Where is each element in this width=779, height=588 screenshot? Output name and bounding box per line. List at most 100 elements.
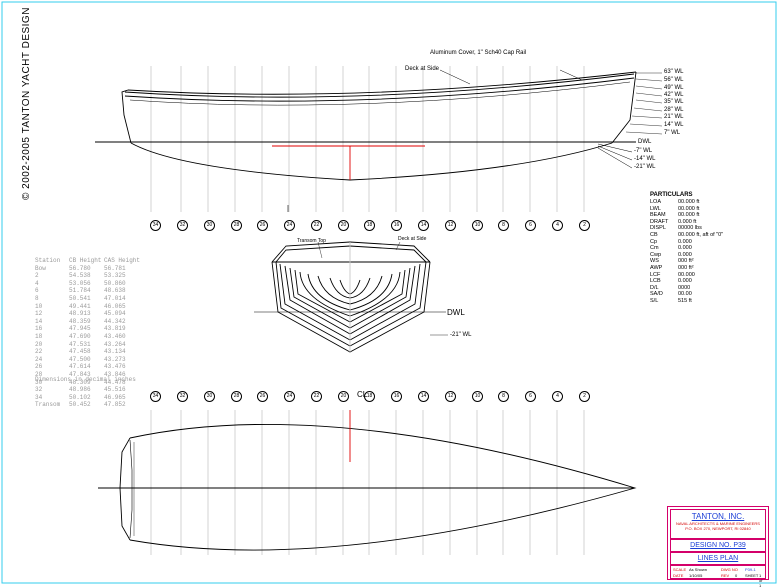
heights-table-cell: 51.784 (69, 287, 91, 295)
particulars-value: 0.000 (678, 251, 692, 258)
body-waterline-label: -21" WL (450, 332, 472, 338)
heights-table-cell: 6 (35, 287, 39, 295)
station-marker: 2 (579, 220, 590, 231)
deck-side-annotation: Deck at Side (398, 236, 427, 242)
particulars-value: 0.000 (678, 278, 692, 285)
particulars-value: 0.000 ft (678, 218, 697, 225)
station-marker: 12 (445, 391, 456, 402)
firm-name: TANTON, INC. (691, 512, 745, 521)
station-marker: 14 (418, 220, 429, 231)
heights-table-cell: 45.094 (104, 310, 126, 318)
particulars-label: DRAFT (650, 218, 669, 225)
heights-table-cell: 4 (35, 279, 39, 287)
bulwark-annotation: Aluminum Cover, 1" Sch40 Cap Rail (430, 50, 527, 56)
rev-value: 0 (735, 573, 738, 578)
particulars-label: LCB (650, 278, 661, 285)
station-marker: 30 (204, 220, 215, 231)
station-marker: 32 (177, 220, 188, 231)
station-marker: 30 (204, 391, 215, 402)
heights-table-row: 4 53.056 50.860 (35, 280, 144, 288)
heights-table-cell: 53.325 (104, 272, 126, 280)
particulars-value: 00.000 ft, aft of "0" (678, 231, 724, 238)
heights-table-cell: 10 (35, 302, 43, 310)
station-marker: 14 (418, 391, 429, 402)
heights-table-cell: 47.500 (69, 355, 91, 363)
sheet-value: 1 of 1 (759, 573, 763, 588)
heights-table-cell: 47.945 (69, 325, 91, 333)
scale-label: SCALE (673, 567, 687, 572)
heights-table-cell: 26 (35, 363, 43, 371)
deck-annotation: Deck at Side (405, 66, 440, 72)
particulars-label: S/L (650, 297, 659, 304)
particulars-label: D/L (650, 284, 659, 291)
heights-table-cell: 50.102 (69, 393, 91, 401)
particulars-label: SA/D (650, 291, 663, 298)
particulars-label: CB (650, 231, 658, 238)
particulars-label: LCF (650, 271, 661, 278)
station-marker: 26 (257, 391, 268, 402)
copyright-text: © 2002-2005 TANTON YACHT DESIGN (21, 7, 32, 200)
waterline-label: -7" WL (634, 148, 653, 154)
particulars-value: 000 ft² (678, 264, 694, 271)
heights-table-cell: 44.342 (104, 317, 126, 325)
heights-table-cell: 43.476 (104, 363, 126, 371)
heights-table-cell: 20 (35, 340, 43, 348)
station-marker: 18 (364, 220, 375, 231)
particulars-heading: PARTICULARS (650, 192, 693, 198)
heights-table-cell: 50.860 (104, 279, 126, 287)
firm-address-line: NAVAL ARCHITECTS & MARINE ENGINEERS (676, 521, 760, 526)
heights-table-cell: 43.273 (104, 355, 126, 363)
heights-table-cell: 48.309 (69, 378, 91, 386)
particulars-label: Cp (650, 238, 658, 245)
heights-table-cell: 34 (35, 393, 43, 401)
heights-table-cell: 48.913 (69, 310, 91, 318)
heights-table-cell: 56.780 (69, 264, 91, 272)
particulars-value: 0.000 (678, 245, 692, 252)
particulars-value: 00.000 (678, 271, 695, 278)
sheet-title: LINES PLAN (670, 552, 766, 565)
station-marker: 20 (338, 220, 349, 231)
particulars-label: BEAM (650, 212, 666, 219)
station-marker: 34 (150, 220, 161, 231)
heights-table-cell: 43.134 (104, 348, 126, 356)
heights-table-cell: 14 (35, 317, 43, 325)
station-marker: 34 (150, 391, 161, 402)
waterline-label: 56" WL (664, 77, 684, 83)
particulars-label: LOA (650, 199, 662, 205)
heights-table-cell: 49.441 (69, 302, 91, 310)
station-marker: 2 (579, 391, 590, 402)
particulars-value: 0000 (678, 284, 691, 291)
profile-hull (95, 69, 637, 181)
heights-table-cell: 47.614 (69, 363, 91, 371)
heights-table-header-cell: Station (35, 257, 61, 264)
station-marker: 28 (231, 220, 242, 231)
heights-table-cell: 50.452 (69, 401, 91, 409)
waterline-label: -14" WL (634, 156, 656, 162)
station-marker: 18 (364, 391, 375, 402)
heights-table-cell: 2 (35, 272, 39, 280)
particulars-row: CB 00.000 ft, aft of "0" (650, 232, 723, 239)
particulars-value: 00000 lbs (678, 225, 702, 232)
date-label: DATE (673, 573, 684, 578)
station-marker: 24 (284, 391, 295, 402)
particulars-value: 00.000 ft (678, 199, 700, 205)
station-marker: 10 (472, 220, 483, 231)
station-marker: 22 (311, 391, 322, 402)
heights-table-cell: 53.056 (69, 279, 91, 287)
particulars-label: Cm (650, 245, 659, 252)
waterline-label: 42" WL (664, 92, 684, 98)
